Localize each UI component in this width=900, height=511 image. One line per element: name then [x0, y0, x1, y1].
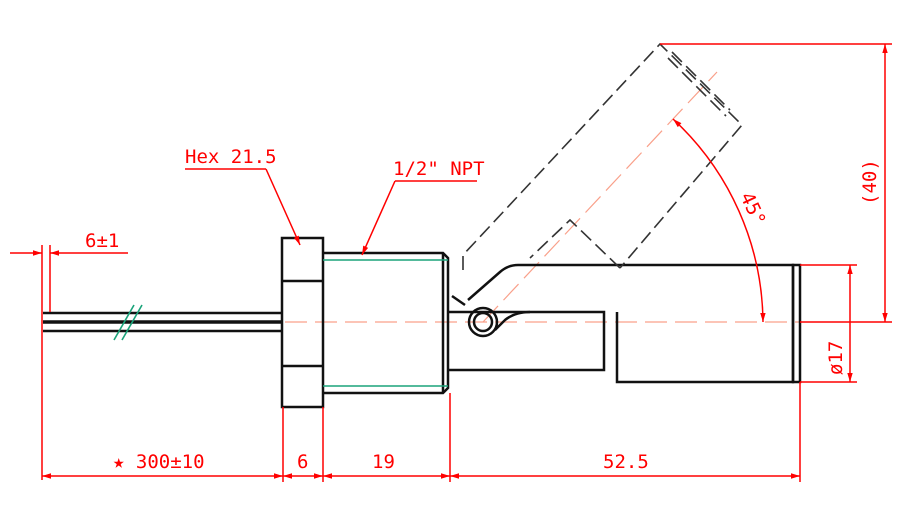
thread-length-label: 19: [372, 451, 395, 473]
hex-width-label: 6: [297, 451, 308, 473]
threaded-body: [323, 251, 450, 395]
leaders: [185, 168, 477, 256]
float-diameter-label: ø17: [825, 341, 847, 375]
strip-length-label: 6±1: [85, 230, 119, 252]
tilted-centerline: [482, 71, 718, 323]
cable: [43, 304, 283, 341]
angle-label: 45°: [735, 189, 769, 229]
bottom-dimensions: [42, 382, 801, 482]
right-dimensions: [660, 43, 892, 383]
hex-label: Hex 21.5: [185, 146, 277, 168]
float-length-label: 52.5: [603, 451, 649, 473]
tilted-float-phantom: [462, 42, 744, 270]
cable-length-label: ★ 300±10: [113, 451, 205, 473]
thread-label: 1/2" NPT: [393, 158, 485, 180]
float-assembly: [448, 263, 802, 384]
angle-arc: [672, 118, 766, 323]
strip-length-dimension: [10, 245, 128, 480]
float-height-label: (40): [859, 159, 881, 205]
hinge-pivot: [467, 306, 499, 338]
hex-nut: [280, 236, 325, 409]
